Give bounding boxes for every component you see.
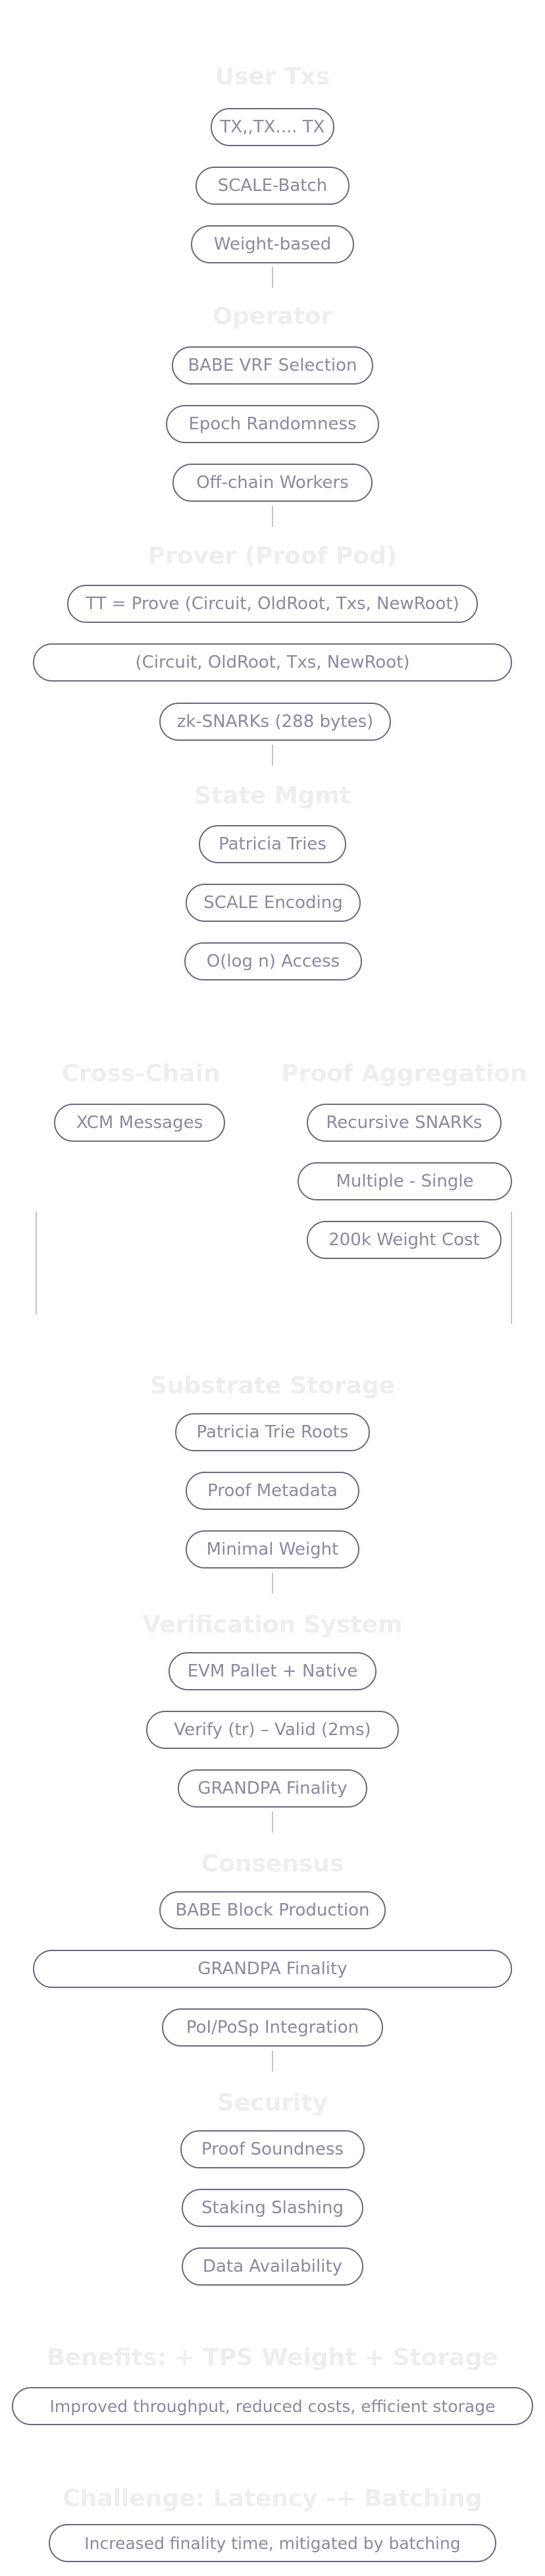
connector-proof-aggregation [511,1212,512,1324]
heading-cross-chain: Cross-Chain [61,1060,221,1087]
node-weight-based: Weight-based [191,225,354,263]
connector-user-operator [272,267,273,288]
node-staking-slashing: Staking Slashing [182,2189,363,2227]
node-patricia-trie-roots: Patricia Trie Roots [175,1413,370,1451]
heading-user-txs: User Txs [215,63,330,90]
heading-substrate-storage: Substrate Storage [149,1372,396,1399]
heading-benefits: Benefits: + TPS Weight + Storage [47,2344,498,2371]
node-scale-encoding: SCALE Encoding [186,884,361,922]
node-benefits-summary: Improved throughput, reduced costs, effi… [12,2387,533,2425]
heading-proof-aggregation: Proof Aggregation [281,1060,527,1087]
node-circuit-tuple: (Circuit, OldRoot, Txs, NewRoot) [33,643,512,682]
node-grandpa-finality-verification: GRANDPA Finality [178,1769,367,1808]
heading-state-mgmt: State Mgmt [194,782,351,809]
node-prove-equation: TT = Prove (Circuit, OldRoot, Txs, NewRo… [67,585,478,623]
heading-consensus: Consensus [201,1850,344,1877]
node-weight-cost: 200k Weight Cost [307,1221,502,1259]
connector-verification-consensus [272,1811,273,1833]
node-log-access: O(log n) Access [184,942,362,980]
node-patricia-tries: Patricia Tries [199,825,346,863]
node-proof-soundness: Proof Soundness [180,2130,365,2168]
connector-prover-state [272,745,273,766]
node-xcm-messages: XCM Messages [54,1104,225,1142]
node-offchain-workers: Off-chain Workers [172,464,373,502]
node-challenge-summary: Increased finality time, mitigated by ba… [49,2524,496,2562]
node-multiple-single: Multiple - Single [298,1162,512,1200]
node-recursive-snarks: Recursive SNARKs [307,1104,502,1142]
connector-operator-prover [272,506,273,527]
node-poi-posp-integration: PoI/PoSp Integration [162,2008,383,2047]
node-scale-batch: SCALE-Batch [195,167,350,205]
heading-prover: Prover (Proof Pod) [147,543,398,570]
node-grandpa-finality-consensus: GRANDPA Finality [33,1950,512,1988]
heading-verification-system: Verification System [142,1611,403,1638]
connector-storage-verification [272,1572,273,1594]
node-minimal-weight: Minimal Weight [186,1530,359,1569]
node-epoch-randomness: Epoch Randomness [166,405,379,443]
heading-challenge: Challenge: Latency -+ Batching [63,2485,482,2512]
node-evm-pallet: EVM Pallet + Native [169,1652,376,1690]
node-babe-block-production: BABE Block Production [159,1891,386,1929]
node-verify-valid: Verify (tr) – Valid (2ms) [146,1711,399,1749]
node-data-availability: Data Availability [182,2247,363,2286]
node-tx-list: TX,,TX.... TX [211,108,334,146]
node-babe-vrf: BABE VRF Selection [172,346,373,385]
node-zk-snarks: zk-SNARKs (288 bytes) [159,703,391,741]
heading-operator: Operator [212,303,333,330]
node-proof-metadata: Proof Metadata [186,1472,359,1510]
connector-cross-chain [36,1212,37,1314]
connector-consensus-security [272,2051,273,2072]
heading-security: Security [217,2089,328,2116]
